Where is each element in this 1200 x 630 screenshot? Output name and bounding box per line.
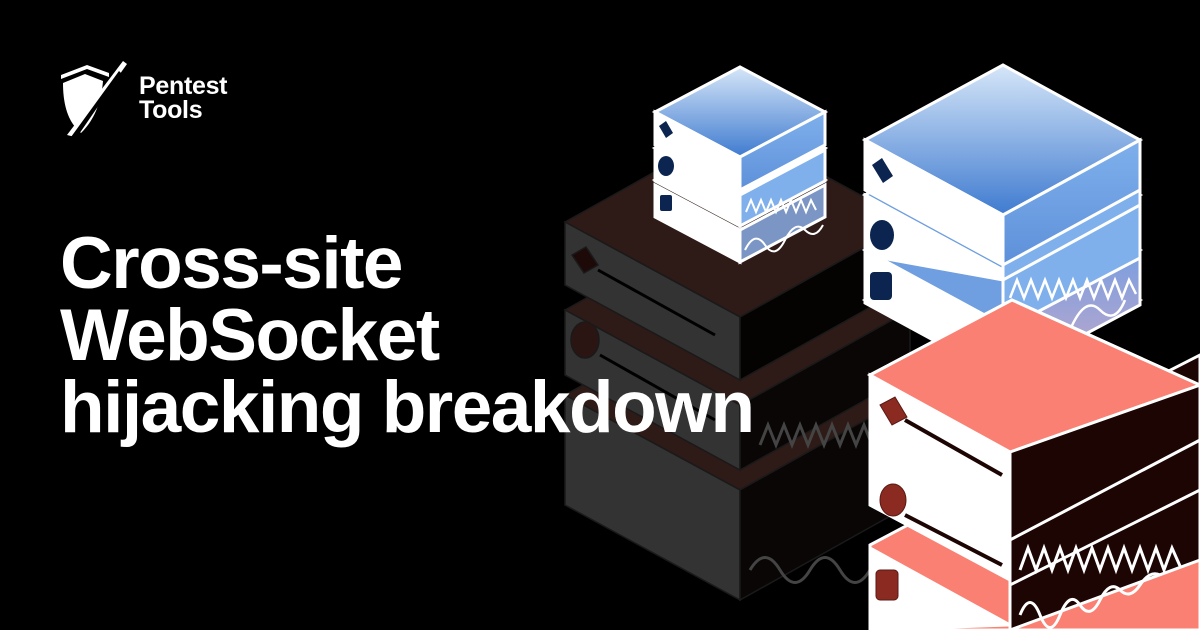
brand-name-line2: Tools — [139, 96, 203, 124]
brand-logo: Pentest Tools — [57, 57, 228, 139]
salmon-server-stack — [866, 298, 1200, 630]
blue-server-stack-large — [861, 63, 1144, 381]
headline: Cross-site WebSocket hijacking breakdown — [60, 223, 755, 448]
headline-line-2: WebSocket — [60, 295, 440, 376]
brand-name-line1: Pentest — [139, 72, 228, 100]
shield-check-icon — [61, 61, 127, 137]
blue-server-stack-small — [651, 65, 829, 265]
headline-line-3: hijacking breakdown — [60, 367, 755, 448]
headline-line-1: Cross-site — [60, 223, 404, 304]
